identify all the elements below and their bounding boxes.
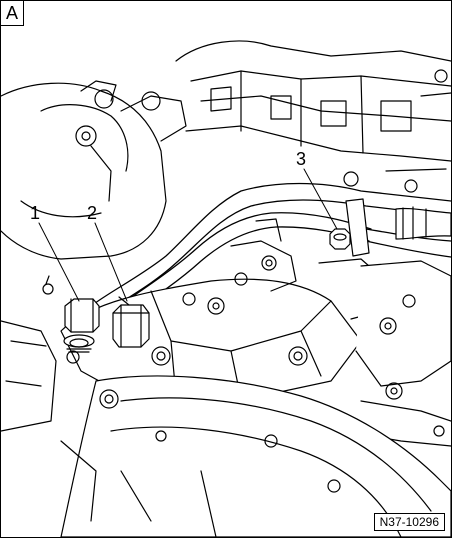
callout-2: 2	[87, 203, 97, 223]
upper-right-block	[175, 40, 451, 193]
callout-1: 1	[30, 203, 40, 223]
right-casing	[340, 260, 451, 447]
left-bracket	[1, 275, 97, 522]
leader-lines	[38, 168, 338, 302]
sensor-2	[112, 296, 150, 348]
sensor-1	[63, 298, 100, 353]
clip-nut-3	[329, 228, 351, 250]
brake-pipes	[90, 182, 451, 320]
callout-3: 3	[296, 149, 306, 169]
lower-flange	[60, 375, 451, 537]
figure-code: N37-10296	[373, 513, 445, 531]
panel-tag: A	[1, 1, 24, 26]
upper-left-housing	[1, 80, 187, 260]
pipe-clip	[345, 198, 451, 257]
